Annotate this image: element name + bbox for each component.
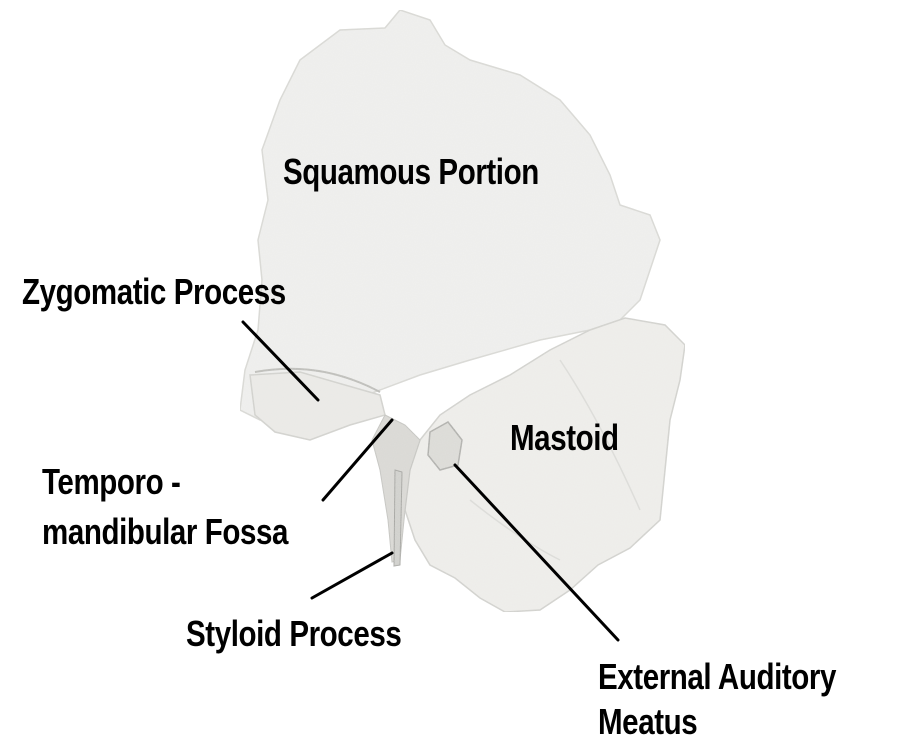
styloid-leader-line xyxy=(312,553,392,598)
label-external-auditory-line2: Meatus xyxy=(598,700,697,744)
label-temporo-line2: mandibular Fossa xyxy=(42,510,288,554)
temporal-bone-illustration xyxy=(240,10,685,612)
label-mastoid: Mastoid xyxy=(510,416,619,460)
label-temporo-line1: Temporo - xyxy=(42,460,180,504)
label-external-auditory-line1: External Auditory xyxy=(598,655,836,699)
label-zygomatic-process: Zygomatic Process xyxy=(22,270,286,314)
label-squamous-portion: Squamous Portion xyxy=(283,150,539,194)
label-styloid-process: Styloid Process xyxy=(186,612,401,656)
